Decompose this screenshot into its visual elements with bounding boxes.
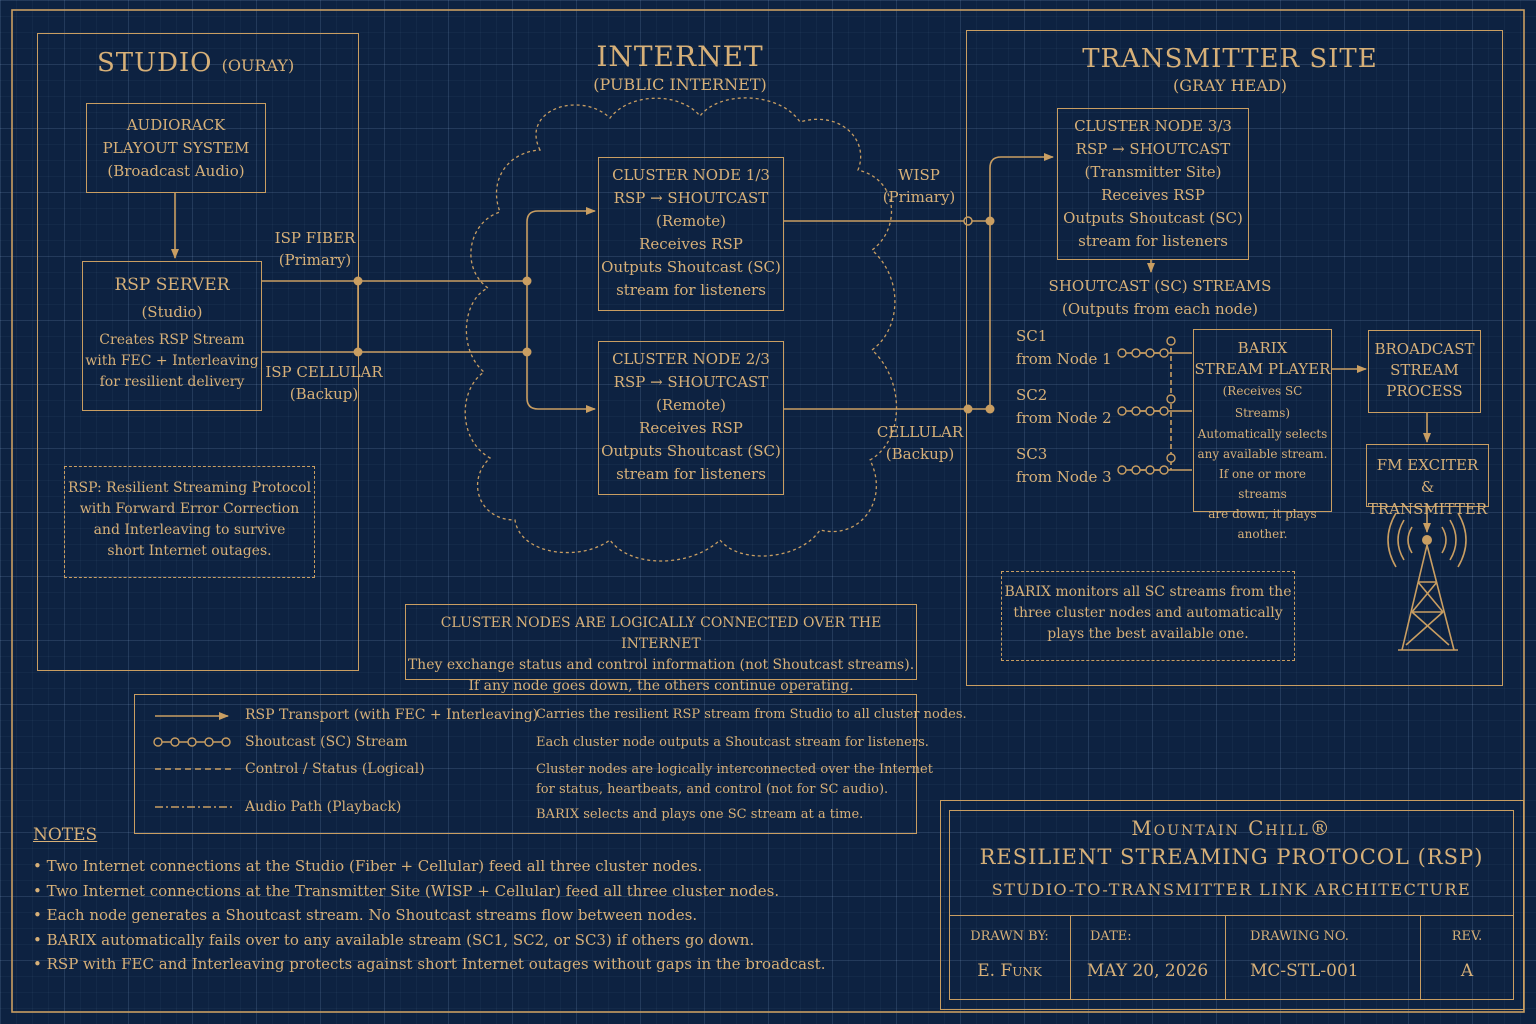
sc3-stream-circle <box>1117 465 1127 475</box>
legend-control-desc-2: for status, heartbeats, and control (not… <box>536 782 889 797</box>
title-block-inner <box>949 810 1514 1000</box>
drawing-title: RESILIENT STREAMING PROTOCOL (RSP) <box>979 845 1484 869</box>
legend-sc-circle <box>170 737 180 747</box>
sc3-stream-circle <box>1159 465 1169 475</box>
broadcast-process-box: BROADCAST STREAM PROCESS <box>1368 330 1481 413</box>
cluster-node-2: CLUSTER NODE 2/3 RSP → SHOUTCAST (Remote… <box>598 341 784 495</box>
legend-sc-circle <box>187 737 197 747</box>
notes-heading: NOTES <box>33 825 98 845</box>
internet-cloud <box>464 97 898 562</box>
legend <box>134 694 917 834</box>
rev-value: A <box>1460 961 1474 981</box>
transmitter-title: TRANSMITTER SITE (GRAY HEAD) <box>1082 44 1378 95</box>
wisp-label: WISP(Primary) <box>882 166 956 206</box>
sc2-stream-circle <box>1159 406 1169 416</box>
sc2-stream-circle <box>1131 406 1141 416</box>
sc2-stream-circle <box>1117 406 1127 416</box>
drawn-by-label: DRAWN BY: <box>970 929 1049 944</box>
title-block <box>940 800 1524 1010</box>
legend-rsp-label: RSP Transport (with FEC + Interleaving) <box>245 707 539 723</box>
notes-list: • Two Internet connections at the Studio… <box>33 854 825 977</box>
drawing-frame <box>11 9 1525 1013</box>
isp-cellular-label: ISP CELLULAR(Backup) <box>265 363 383 403</box>
cellular-label: CELLULAR(Backup) <box>876 423 964 463</box>
legend-audio-label: Audio Path (Playback) <box>245 799 402 815</box>
sc1-stream-circle <box>1159 348 1169 358</box>
transmitter-panel <box>966 30 1503 686</box>
rsp-definition-note: RSP: Resilient Streaming Protocol with F… <box>64 466 315 578</box>
sc3-stream-circle <box>1131 465 1141 475</box>
sc-junction-circle <box>1166 453 1176 463</box>
date-label: DATE: <box>1090 929 1132 944</box>
drawn-by-value: E. Funk <box>977 961 1042 981</box>
studio-panel <box>37 33 359 671</box>
fm-exciter-box: FM EXCITER & TRANSMITTER <box>1366 444 1489 518</box>
sc-junction-circle <box>1166 394 1176 404</box>
drawing-no-label: DRAWING NO. <box>1250 929 1349 944</box>
legend-sc-circle <box>204 737 214 747</box>
rsp-server-box: RSP SERVER (Studio) Creates RSP Stream w… <box>82 261 262 411</box>
drawing-no-value: MC-STL-001 <box>1250 961 1359 981</box>
note-item: • BARIX automatically fails over to any … <box>33 930 755 949</box>
legend-sc-desc: Each cluster node outputs a Shoutcast st… <box>536 735 929 750</box>
sc1-stream-circle <box>1117 348 1127 358</box>
sc-streams-label: SHOUTCAST (SC) STREAMS (Outputs from eac… <box>1048 277 1272 318</box>
note-item: • RSP with FEC and Interleaving protects… <box>33 955 826 973</box>
legend-control-desc-1: Cluster nodes are logically interconnect… <box>536 762 933 777</box>
studio-title: STUDIO (OURAY) <box>97 48 295 78</box>
audiorack-box: AUDIORACK PLAYOUT SYSTEM (Broadcast Audi… <box>86 103 266 193</box>
legend-sc-circle <box>153 737 163 747</box>
barix-note: BARIX monitors all SC streams from the t… <box>1001 571 1295 661</box>
sc-junction-circle <box>1166 336 1176 346</box>
cluster-node-3: CLUSTER NODE 3/3 RSP → SHOUTCAST (Transm… <box>1057 108 1249 260</box>
legend-sc-circle <box>221 737 231 747</box>
sc2-stream-circle <box>1145 406 1155 416</box>
sc1-stream-circle <box>1131 348 1141 358</box>
legend-rsp-desc: Carries the resilient RSP stream from St… <box>536 707 967 722</box>
company-name: Mountain Chill® <box>1131 816 1332 840</box>
drawing-subtitle: STUDIO-TO-TRANSMITTER LINK ARCHITECTURE <box>991 880 1472 899</box>
sc3-stream-circle <box>1145 465 1155 475</box>
sc1-stream-circle <box>1145 348 1155 358</box>
note-item: • Each node generates a Shoutcast stream… <box>33 906 698 924</box>
note-item: • Two Internet connections at the Transm… <box>33 881 780 900</box>
cluster-note: CLUSTER NODES ARE LOGICALLY CONNECTED OV… <box>405 604 917 694</box>
date-value: MAY 20, 2026 <box>1086 961 1209 981</box>
isp-fiber-label: ISP FIBER(Primary) <box>274 229 356 269</box>
barix-box: BARIX STREAM PLAYER (Receives SC Streams… <box>1193 329 1332 541</box>
legend-sc-label: Shoutcast (SC) Stream <box>245 734 408 750</box>
internet-title: INTERNET (PUBLIC INTERNET) <box>593 40 767 94</box>
note-item: • Two Internet connections at the Studio… <box>33 857 703 875</box>
rev-label: REV. <box>1451 929 1483 944</box>
legend-control-label: Control / Status (Logical) <box>245 761 425 777</box>
transmitter-tower-icon <box>1387 512 1467 651</box>
legend-audio-desc: BARIX selects and plays one SC stream at… <box>536 807 864 822</box>
cluster-node-1: CLUSTER NODE 1/3 RSP → SHOUTCAST (Remote… <box>598 157 784 311</box>
